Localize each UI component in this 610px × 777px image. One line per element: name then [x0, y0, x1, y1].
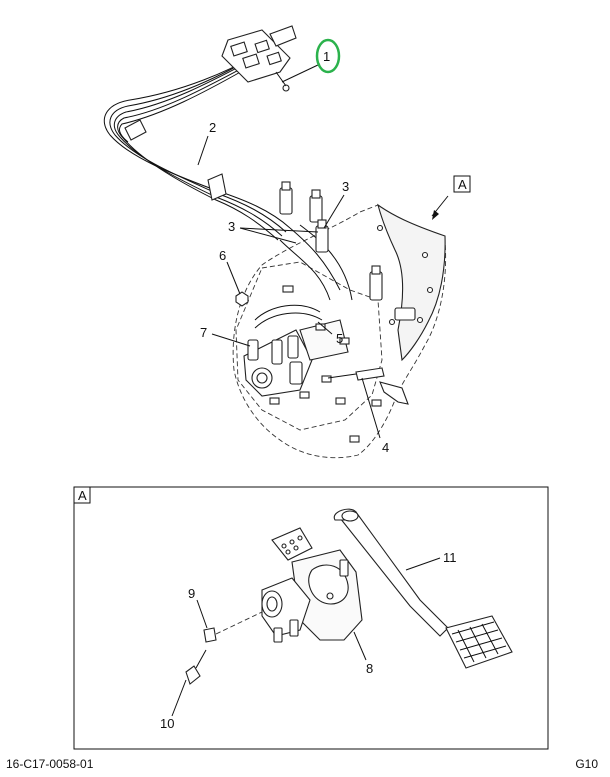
- callout-1-highlight: [315, 38, 341, 74]
- callout-7: 7: [200, 325, 207, 340]
- detail-leader-lines: [171, 557, 441, 717]
- callout-1: 1: [323, 49, 330, 64]
- mounting-bracket: [235, 261, 383, 431]
- detail-view-a: A: [73, 486, 549, 750]
- callout-4: 4: [382, 440, 389, 455]
- callout-3a: 3: [342, 179, 349, 194]
- detail-valve: [261, 577, 311, 643]
- fitting-group: [279, 181, 416, 321]
- firewall-plate: [377, 203, 446, 362]
- detail-connector: [271, 527, 313, 571]
- callout-10: 10: [160, 716, 174, 731]
- nut: [235, 291, 249, 307]
- page-code: G10: [575, 757, 598, 771]
- valve-bracket: [291, 549, 363, 641]
- view-label-box-main: [453, 175, 471, 193]
- plate-holes: [376, 224, 434, 326]
- callout-8: 8: [366, 661, 373, 676]
- view-label-main: A: [458, 177, 467, 192]
- hose-bundle: [103, 47, 353, 329]
- pedal-pad: [445, 615, 513, 669]
- callout-9: 9: [188, 586, 195, 601]
- pivot-rod: [327, 367, 409, 405]
- detail-frame: [73, 486, 549, 750]
- view-label-box-detail: [73, 486, 91, 504]
- mounting-studs: [269, 285, 382, 443]
- treadle-valve: [243, 319, 349, 397]
- pedal-arm: [333, 508, 449, 637]
- electrical-connector: [221, 25, 297, 92]
- clip: [185, 649, 207, 685]
- callout-5: 5: [336, 331, 343, 346]
- leader-lines: [197, 63, 449, 439]
- firewall-panel: [232, 204, 447, 459]
- view-label-detail: A: [78, 488, 87, 503]
- callout-2: 2: [209, 120, 216, 135]
- callout-6: 6: [219, 248, 226, 263]
- document-id: 16-C17-0058-01: [6, 757, 94, 771]
- callout-3b: 3: [228, 219, 235, 234]
- bolt: [203, 611, 263, 643]
- callout-11: 11: [443, 550, 457, 565]
- upper-assembly-view: 1 2 3 3 6 7 5 4 A: [103, 25, 471, 459]
